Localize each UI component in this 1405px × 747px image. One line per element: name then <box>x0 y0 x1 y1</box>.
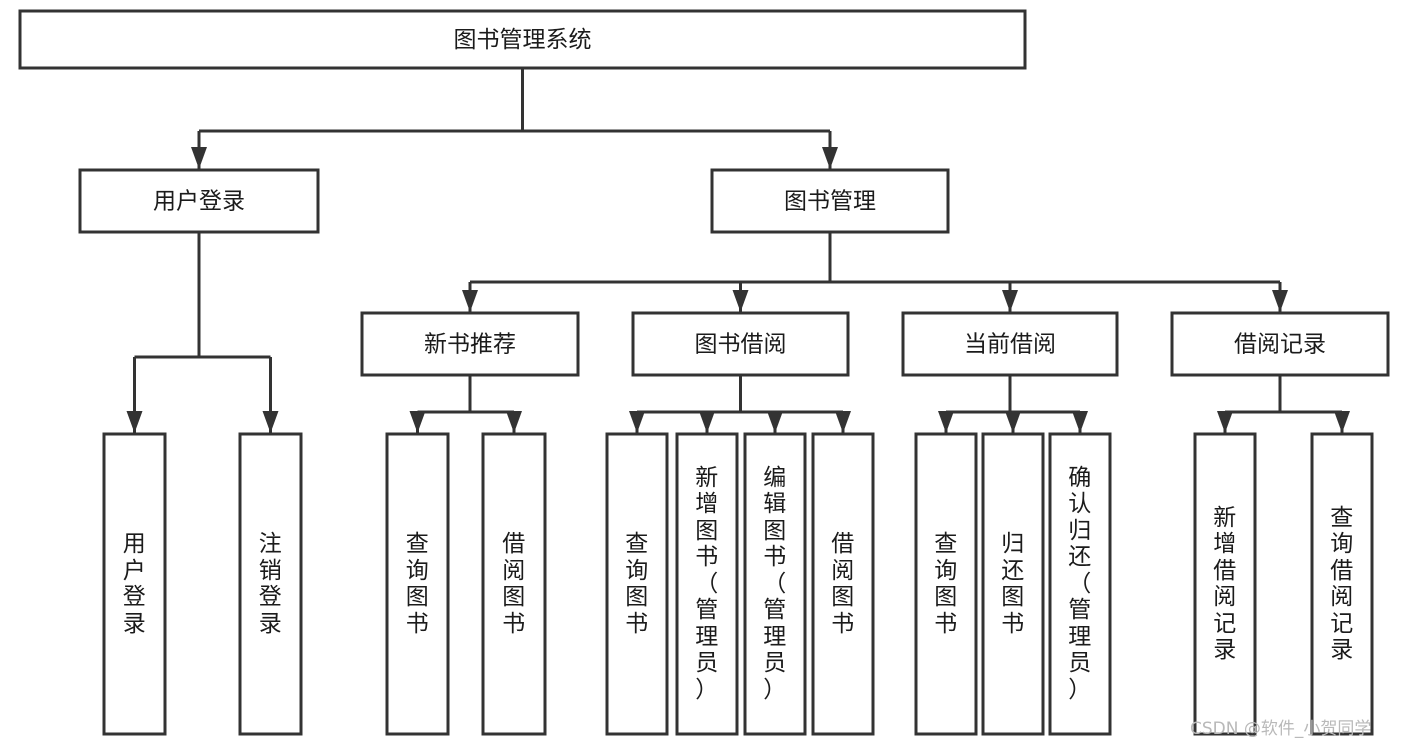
connector-layer <box>126 68 1350 433</box>
arrow-head-icon <box>1272 290 1288 312</box>
node-注销登录-box[interactable] <box>238 432 303 736</box>
arrow-head-icon <box>1334 411 1350 433</box>
arrow-head-icon <box>1072 411 1088 433</box>
arrow-head-icon <box>462 290 478 312</box>
node-图书借阅-box[interactable] <box>631 311 850 377</box>
node-用户登录-label: 用户登录 <box>153 189 245 215</box>
node-借阅记录-box[interactable] <box>1170 311 1390 377</box>
node-图书借阅-label: 图书借阅 <box>695 332 787 358</box>
node-借阅图书-box[interactable] <box>481 432 547 736</box>
node-查询图书-box[interactable] <box>914 432 978 736</box>
arrow-head-icon <box>506 411 522 433</box>
node-查询图书-box[interactable] <box>605 432 669 736</box>
node-图书管理-box[interactable] <box>710 168 950 234</box>
arrow-head-icon <box>1002 290 1018 312</box>
arrow-head-icon <box>1005 411 1021 433</box>
arrow-head-icon <box>262 411 279 433</box>
node-编辑图书管理员-box[interactable] <box>743 432 807 736</box>
node-新增图书管理员-box[interactable] <box>675 432 739 736</box>
arrow-head-icon <box>732 290 749 312</box>
node-确认归还管理员-box[interactable] <box>1048 432 1112 736</box>
arrow-head-icon <box>938 411 954 433</box>
arrow-head-icon <box>409 411 426 433</box>
node-图书管理-label: 图书管理 <box>784 189 876 215</box>
node-查询借阅记录-box[interactable] <box>1310 432 1374 736</box>
node-查询图书-box[interactable] <box>385 432 450 736</box>
arrow-head-icon <box>126 411 143 433</box>
node-新增借阅记录-box[interactable] <box>1193 432 1257 736</box>
arrow-head-icon <box>835 411 851 433</box>
arrow-head-icon <box>629 411 645 433</box>
node-图书管理系统-box[interactable] <box>18 9 1027 70</box>
node-用户登录-box[interactable] <box>102 432 167 736</box>
arrow-head-icon <box>699 411 715 433</box>
node-新书推荐-label: 新书推荐 <box>424 332 516 358</box>
arrow-head-icon <box>767 411 783 433</box>
node-图书管理系统-label: 图书管理系统 <box>454 27 592 53</box>
node-当前借阅-box[interactable] <box>901 311 1119 377</box>
node-当前借阅-label: 当前借阅 <box>964 332 1056 358</box>
node-借阅图书-box[interactable] <box>811 432 875 736</box>
arrow-head-icon <box>1217 411 1233 433</box>
arrow-head-icon <box>191 147 207 169</box>
node-借阅记录-label: 借阅记录 <box>1234 332 1326 358</box>
node-归还图书-box[interactable] <box>981 432 1045 736</box>
node-用户登录-box[interactable] <box>78 168 320 234</box>
node-新书推荐-box[interactable] <box>360 311 580 377</box>
box-layer <box>18 9 1390 736</box>
arrow-head-icon <box>822 147 838 169</box>
